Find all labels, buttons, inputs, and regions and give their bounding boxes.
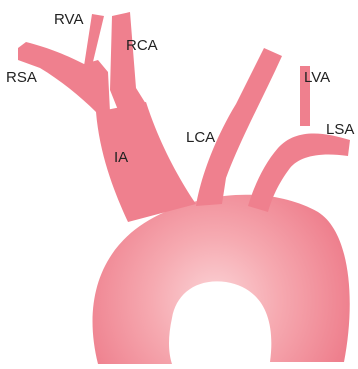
label-rsa: RSA <box>6 69 37 86</box>
left-subclavian-artery <box>248 133 350 212</box>
label-lva: LVA <box>304 69 330 86</box>
right-carotid-artery <box>110 12 146 110</box>
right-vertebral-artery <box>84 14 104 66</box>
vessel-group <box>18 12 350 364</box>
innominate-artery <box>96 102 196 222</box>
label-rva: RVA <box>54 11 83 28</box>
label-ia: IA <box>114 149 128 166</box>
label-lca: LCA <box>186 129 215 146</box>
label-lsa: LSA <box>326 121 354 138</box>
label-rca: RCA <box>126 37 158 54</box>
